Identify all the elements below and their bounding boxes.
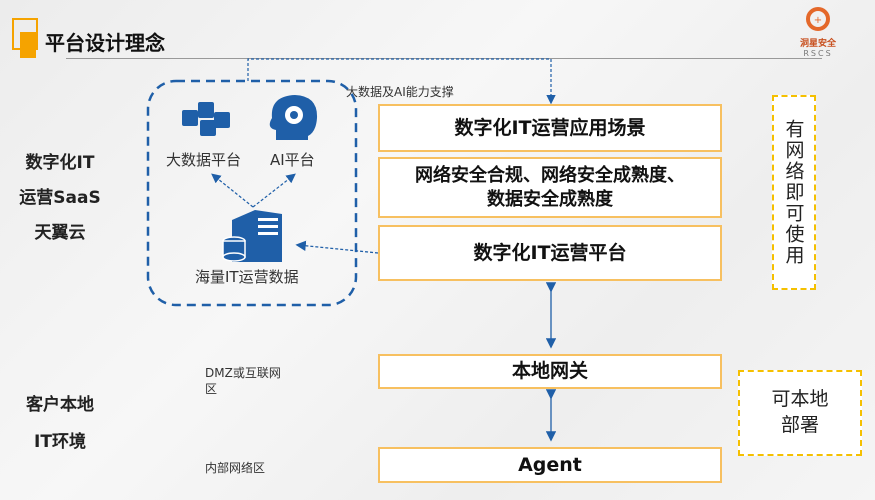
data-to-ai-arrow xyxy=(252,173,296,208)
gateway-box: 本地网关 xyxy=(378,354,722,389)
logo-en: RSCS xyxy=(803,49,833,58)
agent-box: Agent xyxy=(378,447,722,483)
svg-text:+: + xyxy=(814,15,822,26)
server-database-icon xyxy=(222,210,282,262)
logo-icon: + xyxy=(806,7,830,31)
page-title: 平台设计理念 xyxy=(45,31,165,55)
data-to-bigdata-arrow xyxy=(211,173,254,208)
cloud-group-border xyxy=(146,79,358,307)
scenarios-box: 数字化IT运营应用场景 xyxy=(378,104,722,152)
local-deploy-note: 可本地 部署 xyxy=(738,370,862,456)
internal-zone-label: 内部网络区 xyxy=(205,461,266,475)
big-data-icon xyxy=(182,102,230,136)
compliance-line-1: 网络安全合规、网络安全成熟度、 xyxy=(415,165,685,187)
local-label-1: 客户本地 xyxy=(26,395,94,415)
logo-cn: 洞星安全 xyxy=(799,39,836,49)
support-connector xyxy=(247,58,556,105)
local-deploy-line-2: 部署 xyxy=(780,414,819,436)
support-label: 大数据及AI能力支撑 xyxy=(346,85,454,99)
local-label-2: IT环境 xyxy=(34,432,86,452)
ai-label: AI平台 xyxy=(270,151,315,169)
cloud-label-3: 天翼云 xyxy=(34,223,86,243)
cloud-label-2: 运营SaaS xyxy=(19,188,101,208)
compliance-line-2: 数据安全成熟度 xyxy=(487,188,613,210)
cloud-label-1: 数字化IT xyxy=(25,153,95,173)
platform-to-data-arrow xyxy=(295,240,379,254)
it-data-label: 海量IT运营数据 xyxy=(195,268,299,286)
network-note: 有网络即可使用 xyxy=(772,95,816,290)
local-deploy-line-1: 可本地 xyxy=(771,388,829,411)
dmz-label: DMZ或互联网 区 xyxy=(205,365,281,397)
big-data-label: 大数据平台 xyxy=(166,151,242,169)
dmz-line-2: 区 xyxy=(205,382,218,396)
platform-box: 数字化IT运营平台 xyxy=(378,225,722,281)
dmz-line-1: DMZ或互联网 xyxy=(205,366,281,380)
logo: + 洞星安全 RSCS xyxy=(788,6,848,58)
compliance-box: 网络安全合规、网络安全成熟度、 数据安全成熟度 xyxy=(378,157,722,218)
ai-head-icon xyxy=(269,95,318,140)
title-deco-fill xyxy=(20,32,36,58)
